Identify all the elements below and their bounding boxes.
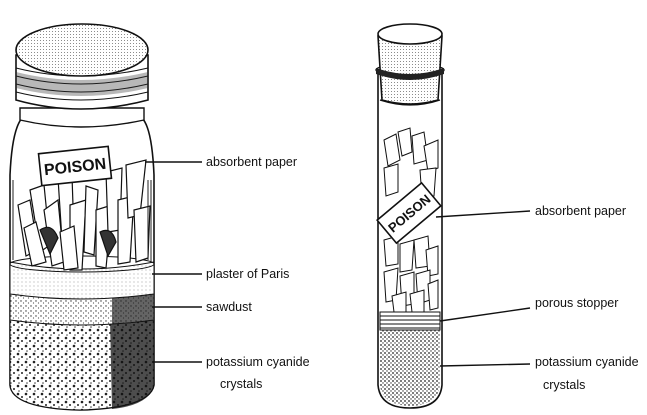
tube-leader-absorbent-paper <box>436 211 530 217</box>
tube-label-cyanide-line2: crystals <box>543 378 585 392</box>
tube-label-porous-stopper: porous stopper <box>535 296 618 310</box>
killing-tube: POISON <box>376 24 444 408</box>
jar-labels: absorbent paper plaster of Paris sawdust… <box>206 155 310 391</box>
tube-leader-cyanide <box>440 364 530 366</box>
jar-label-sawdust: sawdust <box>206 300 252 314</box>
jar-label-cyanide-line2: crystals <box>220 377 262 391</box>
tube-label-cyanide-line1: potassium cyanide <box>535 355 639 369</box>
tube-leader-lines <box>436 211 530 366</box>
jar-label-plaster-of-paris: plaster of Paris <box>206 267 289 281</box>
tube-labels: absorbent paper porous stopper potassium… <box>535 204 639 392</box>
jar-poison-label: POISON <box>39 146 112 185</box>
jar-label-cyanide-line1: potassium cyanide <box>206 355 310 369</box>
tube-cork <box>378 36 442 104</box>
tube-label-absorbent-paper: absorbent paper <box>535 204 626 218</box>
tube-cyanide-crystals <box>380 330 440 406</box>
tube-porous-stopper <box>380 312 440 330</box>
killing-jar: POISON <box>10 24 154 410</box>
jar-lid-top <box>16 24 148 76</box>
jar-label-absorbent-paper: absorbent paper <box>206 155 297 169</box>
tube-leader-porous-stopper <box>440 308 530 321</box>
